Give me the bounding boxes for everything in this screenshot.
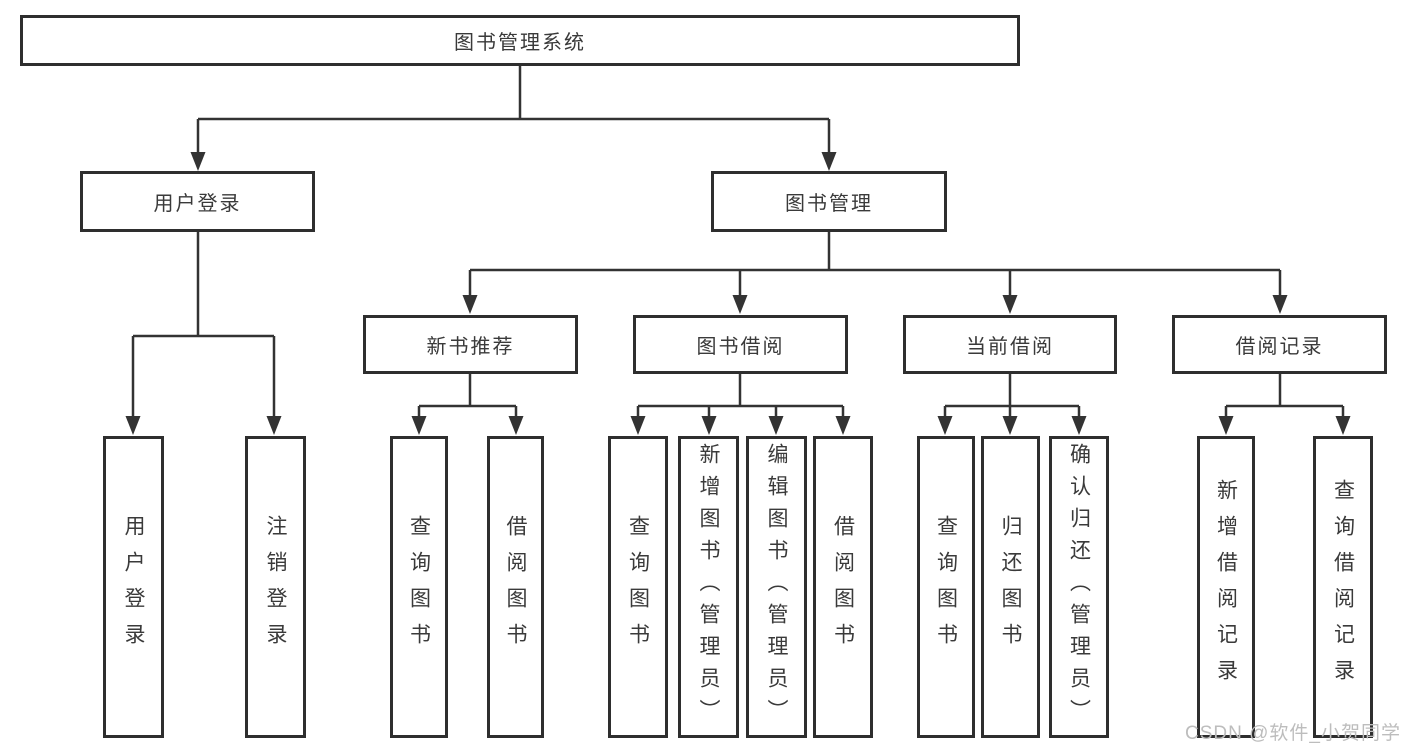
leaf-borrow-query-books-label: 查询图书 [626,515,650,659]
leaf-confirm-return-admin: 确认归还（管理员） [1049,436,1109,738]
leaf-borrow-borrow-books: 借阅图书 [813,436,873,738]
node-book-borrow-label: 图书借阅 [696,336,785,358]
leaf-borrow-query-books: 查询图书 [608,436,668,738]
leaf-add-borrow-record-label: 新增借阅记录 [1214,479,1238,695]
node-current-borrow-label: 当前借阅 [966,336,1054,358]
leaf-user-login-label: 用户登录 [122,515,146,659]
leaf-current-query-books-label: 查询图书 [934,515,958,659]
leaf-add-books-admin-label: 新增图书（管理员） [697,443,721,731]
leaf-logout-label: 注销登录 [264,515,288,659]
connector-root-to-level2 [190,66,837,171]
leaf-confirm-return-admin-label: 确认归还（管理员） [1067,443,1091,731]
connector-book-management-children [462,232,1288,314]
node-new-book-recommend-label: 新书推荐 [426,336,515,358]
leaf-newbook-borrow-books: 借阅图书 [487,436,544,738]
node-book-management: 图书管理 [711,171,947,232]
node-book-management-label: 图书管理 [785,193,873,215]
leaf-return-books: 归还图书 [981,436,1040,738]
csdn-watermark: CSDN @软件_小贺同学 [1185,723,1401,744]
connector-user-login-children [125,232,282,435]
node-user-login-label: 用户登录 [153,193,242,215]
leaf-logout: 注销登录 [245,436,306,738]
leaf-newbook-query-books: 查询图书 [390,436,448,738]
leaf-add-borrow-record: 新增借阅记录 [1197,436,1255,738]
node-root-label: 图书管理系统 [454,32,586,54]
leaf-newbook-borrow-books-label: 借阅图书 [504,515,528,659]
connector-current-borrow-children [937,374,1087,435]
leaf-edit-books-admin-label: 编辑图书（管理员） [765,443,789,731]
node-new-book-recommend: 新书推荐 [363,315,578,374]
node-current-borrow: 当前借阅 [903,315,1117,374]
leaf-borrow-borrow-books-label: 借阅图书 [831,515,855,659]
leaf-return-books-label: 归还图书 [999,515,1023,659]
node-root-system: 图书管理系统 [20,15,1020,66]
leaf-user-login: 用户登录 [103,436,164,738]
node-borrow-records-label: 借阅记录 [1235,336,1324,358]
leaf-add-books-admin: 新增图书（管理员） [678,436,739,738]
node-borrow-records: 借阅记录 [1172,315,1387,374]
node-user-login: 用户登录 [80,171,315,232]
leaf-newbook-query-books-label: 查询图书 [407,515,431,659]
leaf-query-borrow-record-label: 查询借阅记录 [1331,479,1355,695]
leaf-edit-books-admin: 编辑图书（管理员） [746,436,807,738]
connector-book-borrow-children [630,374,851,435]
leaf-current-query-books: 查询图书 [917,436,975,738]
leaf-query-borrow-record: 查询借阅记录 [1313,436,1373,738]
node-book-borrow: 图书借阅 [633,315,848,374]
connector-borrow-records-children [1218,374,1351,435]
connector-new-book-children [411,374,524,435]
